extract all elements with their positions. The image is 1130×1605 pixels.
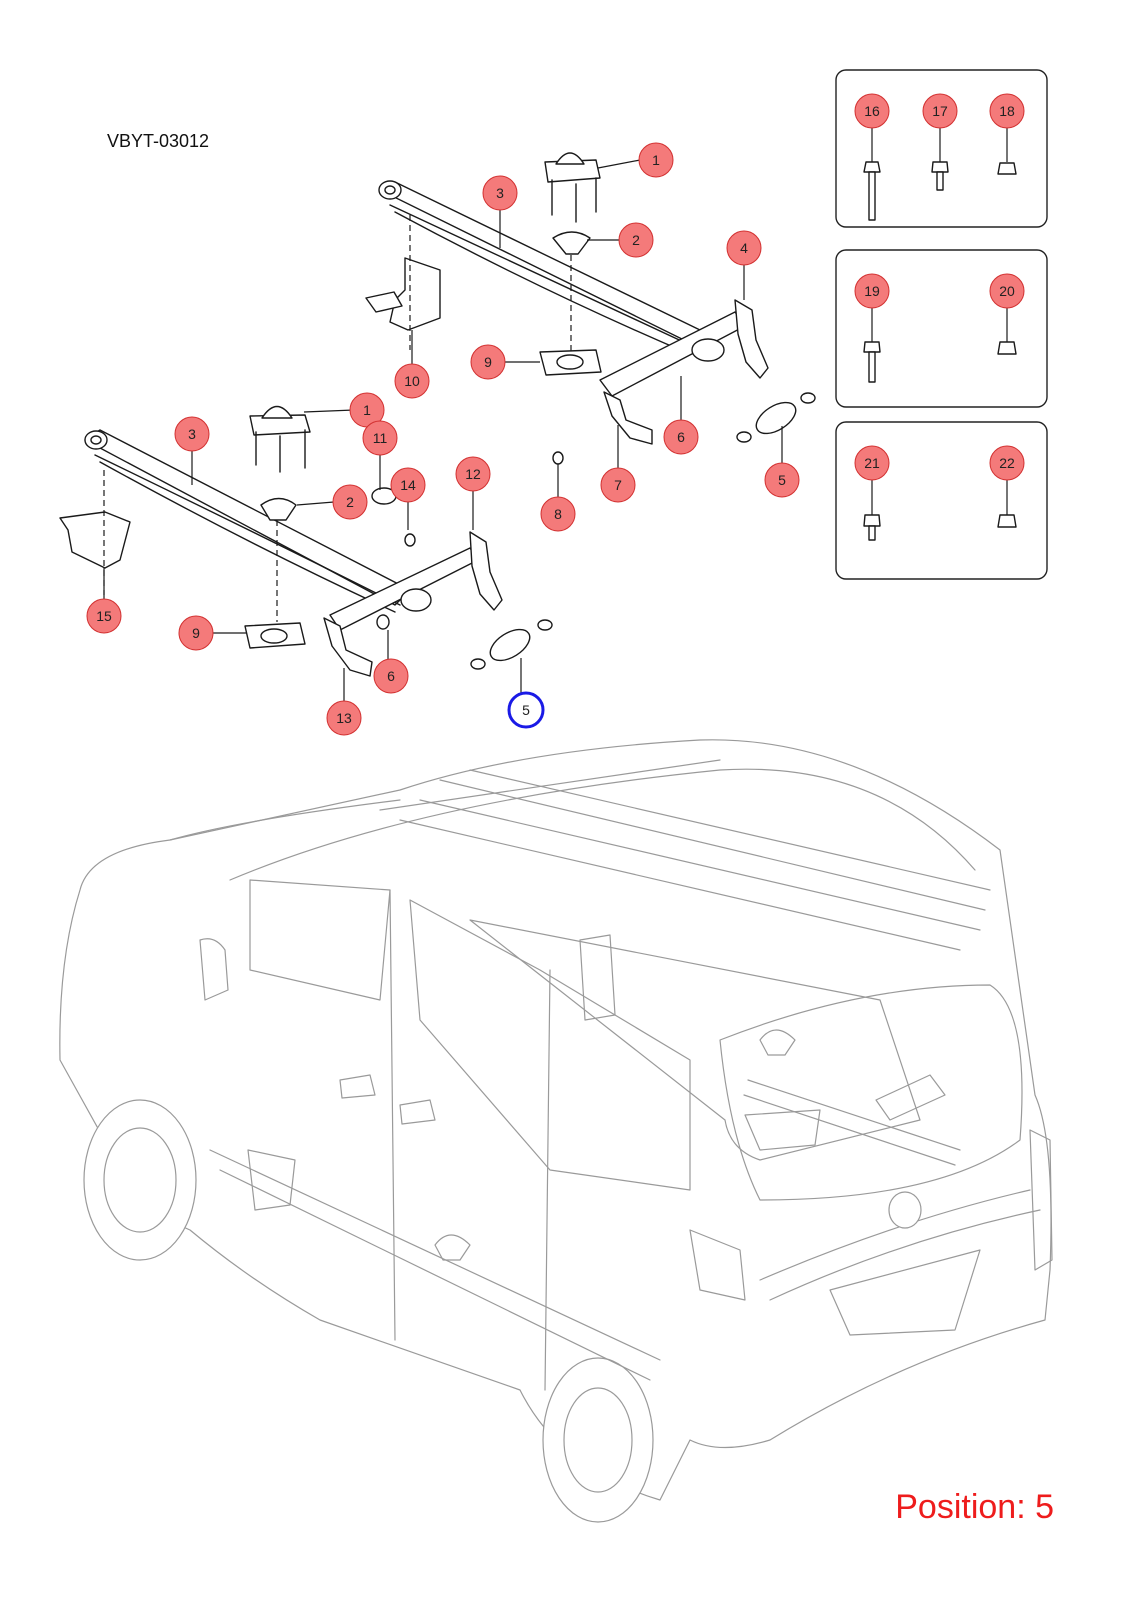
svg-text:20: 20 xyxy=(999,283,1015,299)
svg-text:12: 12 xyxy=(465,466,481,482)
lower-spring-assembly xyxy=(59,405,553,677)
svg-text:19: 19 xyxy=(864,283,880,299)
svg-text:10: 10 xyxy=(404,373,420,389)
callout-16[interactable]: 16 xyxy=(854,93,890,129)
callout-2[interactable]: 2 xyxy=(618,222,654,258)
svg-text:5: 5 xyxy=(522,702,530,718)
svg-text:5: 5 xyxy=(778,472,786,488)
callout-3b[interactable]: 3 xyxy=(174,416,210,452)
svg-text:13: 13 xyxy=(336,710,352,726)
svg-text:22: 22 xyxy=(999,455,1015,471)
callout-4[interactable]: 4 xyxy=(726,230,762,266)
reference-code: VBYT-03012 xyxy=(107,131,210,151)
callout-15[interactable]: 15 xyxy=(86,598,122,634)
callout-19[interactable]: 19 xyxy=(854,273,890,309)
callout-18[interactable]: 18 xyxy=(989,93,1025,129)
svg-text:3: 3 xyxy=(188,426,196,442)
callout-20[interactable]: 20 xyxy=(989,273,1025,309)
svg-text:7: 7 xyxy=(614,477,622,493)
callout-11[interactable]: 11 xyxy=(362,420,398,456)
svg-text:9: 9 xyxy=(484,354,492,370)
svg-text:2: 2 xyxy=(632,232,640,248)
callout-6[interactable]: 6 xyxy=(663,419,699,455)
hardware-panel-bottom xyxy=(835,421,1048,580)
svg-text:6: 6 xyxy=(387,668,395,684)
callout-5[interactable]: 5 xyxy=(764,462,800,498)
callout-17[interactable]: 17 xyxy=(922,93,958,129)
svg-text:6: 6 xyxy=(677,429,685,445)
callout-14[interactable]: 14 xyxy=(390,467,426,503)
svg-text:18: 18 xyxy=(999,103,1015,119)
callout-3[interactable]: 3 xyxy=(482,175,518,211)
svg-text:1: 1 xyxy=(363,402,371,418)
callout-12[interactable]: 12 xyxy=(455,456,491,492)
svg-text:3: 3 xyxy=(496,185,504,201)
van-outline xyxy=(59,739,1053,1523)
callout-21[interactable]: 21 xyxy=(854,445,890,481)
svg-text:9: 9 xyxy=(192,625,200,641)
hardware-panel-top xyxy=(835,69,1048,228)
svg-text:14: 14 xyxy=(400,477,416,493)
callout-2b[interactable]: 2 xyxy=(332,484,368,520)
svg-text:1: 1 xyxy=(652,152,660,168)
callout-22[interactable]: 22 xyxy=(989,445,1025,481)
hardware-panel-middle xyxy=(835,249,1048,408)
callout-1[interactable]: 1 xyxy=(638,142,674,178)
callout-7[interactable]: 7 xyxy=(600,467,636,503)
callout-10[interactable]: 10 xyxy=(394,363,430,399)
svg-text:17: 17 xyxy=(932,103,948,119)
svg-text:11: 11 xyxy=(373,430,388,446)
svg-text:8: 8 xyxy=(554,506,562,522)
upper-spring-assembly xyxy=(365,152,816,465)
svg-text:15: 15 xyxy=(96,608,112,624)
position-label: Position: 5 xyxy=(895,1488,1054,1526)
svg-text:4: 4 xyxy=(740,240,748,256)
callout-5-selected[interactable]: 5 xyxy=(507,691,545,729)
callout-9b[interactable]: 9 xyxy=(178,615,214,651)
svg-text:21: 21 xyxy=(864,455,880,471)
callout-8[interactable]: 8 xyxy=(540,496,576,532)
callout-6b[interactable]: 6 xyxy=(373,658,409,694)
svg-text:2: 2 xyxy=(346,494,354,510)
callout-13[interactable]: 13 xyxy=(326,700,362,736)
callout-9[interactable]: 9 xyxy=(470,344,506,380)
svg-text:16: 16 xyxy=(864,103,880,119)
leader-lines xyxy=(103,159,783,706)
